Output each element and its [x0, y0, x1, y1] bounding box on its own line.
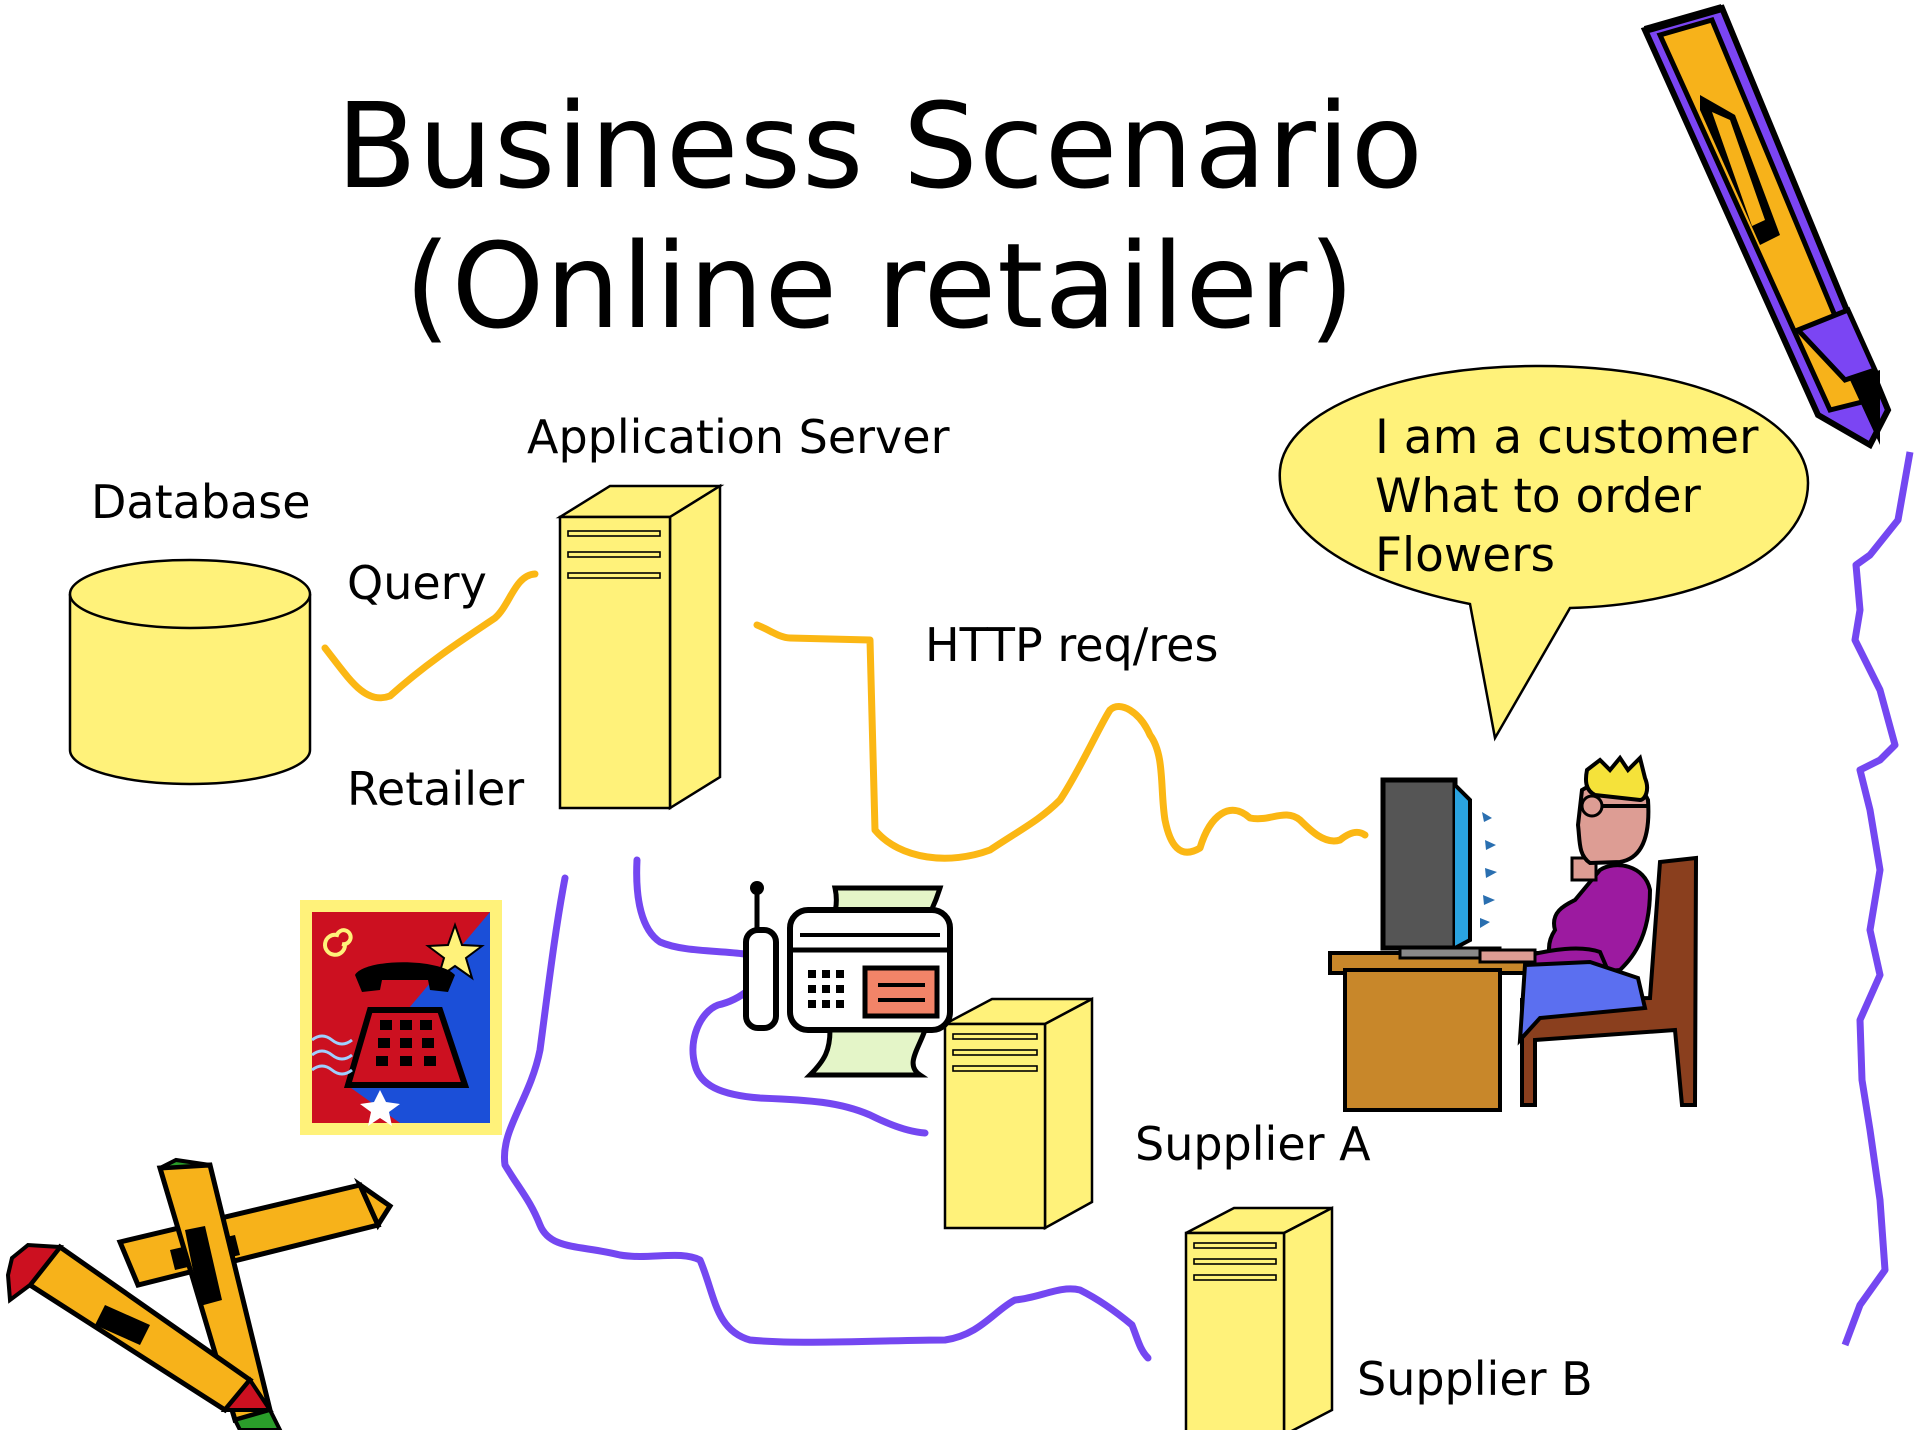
http-label: HTTP req/res: [925, 618, 1219, 672]
speech-bubble: [1278, 364, 1810, 742]
application-server-label: Application Server: [527, 410, 950, 464]
speech-line-3: Flowers: [1375, 528, 1556, 583]
telephone-stamp-icon: [300, 900, 502, 1135]
retailer-label: Retailer: [347, 762, 525, 816]
server-icon: [943, 996, 1094, 1231]
page-title: Business Scenario (Online retailer): [0, 76, 1760, 356]
fax-link: [633, 856, 929, 1137]
title-line-2: (Online retailer): [404, 217, 1356, 355]
fax-icon: [743, 881, 953, 1078]
query-link: [321, 570, 539, 702]
supplier-b-label: Supplier B: [1357, 1352, 1593, 1406]
pencil-icon: [1640, 4, 1892, 450]
purple-boundary-right: [1841, 451, 1914, 1347]
crayons-icon: [5, 1157, 394, 1430]
server-icon: [1184, 1205, 1334, 1430]
title-line-1: Business Scenario: [336, 77, 1424, 215]
database-icon: [68, 558, 312, 786]
query-label: Query: [347, 556, 487, 610]
computer-user-icon: [1328, 754, 1699, 1112]
database-label: Database: [91, 475, 311, 529]
http-link: [753, 621, 1369, 862]
supplier-b-link: [500, 874, 1152, 1362]
supplier-a-label: Supplier A: [1135, 1117, 1371, 1171]
server-icon: [555, 483, 725, 811]
speech-line-2: What to order: [1375, 469, 1701, 524]
speech-line-1: I am a customer: [1375, 410, 1759, 465]
speech-bubble-text: I am a customer What to order Flowers: [1375, 408, 1758, 585]
